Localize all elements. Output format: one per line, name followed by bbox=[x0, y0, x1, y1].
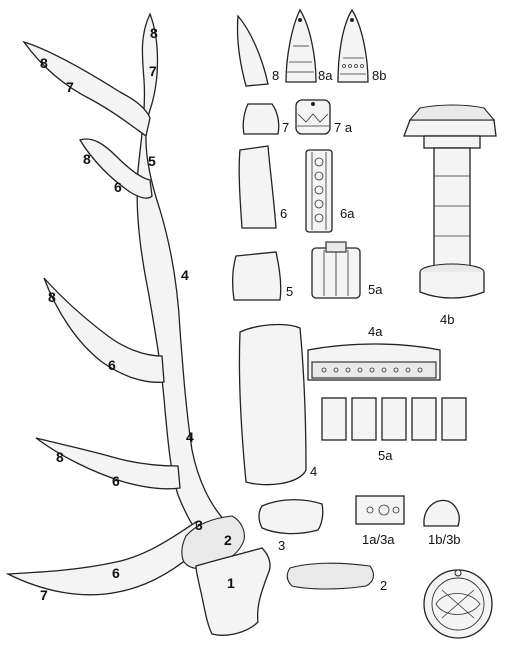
dice-1a3a-label: 1a/3a bbox=[362, 532, 395, 547]
dice-1a3a-drawing bbox=[356, 496, 404, 524]
antler-label-12: 6 bbox=[112, 473, 120, 489]
antler-label-13: 3 bbox=[195, 517, 203, 533]
ring-3-label: 3 bbox=[278, 538, 285, 553]
cap-7-label: 7 bbox=[282, 120, 289, 135]
bead-7a-label: 7 a bbox=[334, 120, 353, 135]
antler-label-7: 6 bbox=[114, 179, 122, 195]
tip-8b-label: 8b bbox=[372, 68, 386, 83]
antler-label-10: 8 bbox=[48, 289, 56, 305]
seg-5a-top-label: 5a bbox=[368, 282, 383, 297]
seg-6-label: 6 bbox=[280, 206, 287, 221]
antler-label-14: 2 bbox=[224, 532, 232, 548]
tip-8-label: 8 bbox=[272, 68, 279, 83]
seg-6a-label: 6a bbox=[340, 206, 355, 221]
bead-7a-drawing bbox=[296, 100, 330, 134]
seg-5-label: 5 bbox=[286, 284, 293, 299]
dome-1b3b-drawing bbox=[424, 500, 459, 526]
antler-label-brow-6: 6 bbox=[112, 565, 120, 581]
antler-label-9: 4 bbox=[186, 429, 194, 445]
burr-2-label: 2 bbox=[380, 578, 387, 593]
block-4-label: 4 bbox=[310, 464, 317, 479]
tip-8b-drawing bbox=[338, 10, 368, 82]
dome-1b3b-label: 1b/3b bbox=[428, 532, 461, 547]
tip-8-drawing bbox=[237, 16, 268, 86]
handle-4b-drawing bbox=[404, 105, 496, 298]
antler-label-2: 7 bbox=[149, 63, 157, 79]
tip-8a-label: 8a bbox=[318, 68, 333, 83]
antler-label-4: 7 bbox=[66, 79, 74, 95]
comb-4a-label: 4a bbox=[368, 324, 383, 339]
antler-label-6: 8 bbox=[83, 151, 91, 167]
plates-5a-label: 5a bbox=[378, 448, 393, 463]
seg-5a-drawing bbox=[312, 242, 360, 298]
decorated-disc bbox=[424, 570, 492, 638]
antler-label-8: 4 bbox=[181, 267, 189, 283]
antler-label-3: 8 bbox=[40, 55, 48, 71]
comb-4a-drawing bbox=[308, 344, 440, 380]
antler-brow-tine bbox=[8, 522, 200, 595]
block-4-drawing bbox=[239, 325, 306, 485]
antler-label-16: 7 bbox=[40, 587, 48, 603]
cap-7-drawing bbox=[243, 104, 279, 134]
antler-tine-third bbox=[44, 278, 164, 382]
plates-5a-drawing bbox=[322, 398, 466, 440]
antler-label-5: 5 bbox=[148, 153, 156, 169]
seg-6-drawing bbox=[239, 146, 276, 228]
antler-label-fourth-tine-8: 8 bbox=[56, 449, 64, 465]
seg-5-drawing bbox=[233, 252, 281, 300]
ring-3-drawing bbox=[259, 500, 323, 534]
antler-label-11: 6 bbox=[108, 357, 116, 373]
antler-label-1: 8 bbox=[150, 25, 158, 41]
burr-2-drawing bbox=[287, 563, 373, 589]
antler-label-15: 1 bbox=[227, 575, 235, 591]
tip-8a-drawing bbox=[286, 10, 316, 82]
handle-4b-label: 4b bbox=[440, 312, 454, 327]
seg-6a-drawing bbox=[306, 150, 332, 232]
